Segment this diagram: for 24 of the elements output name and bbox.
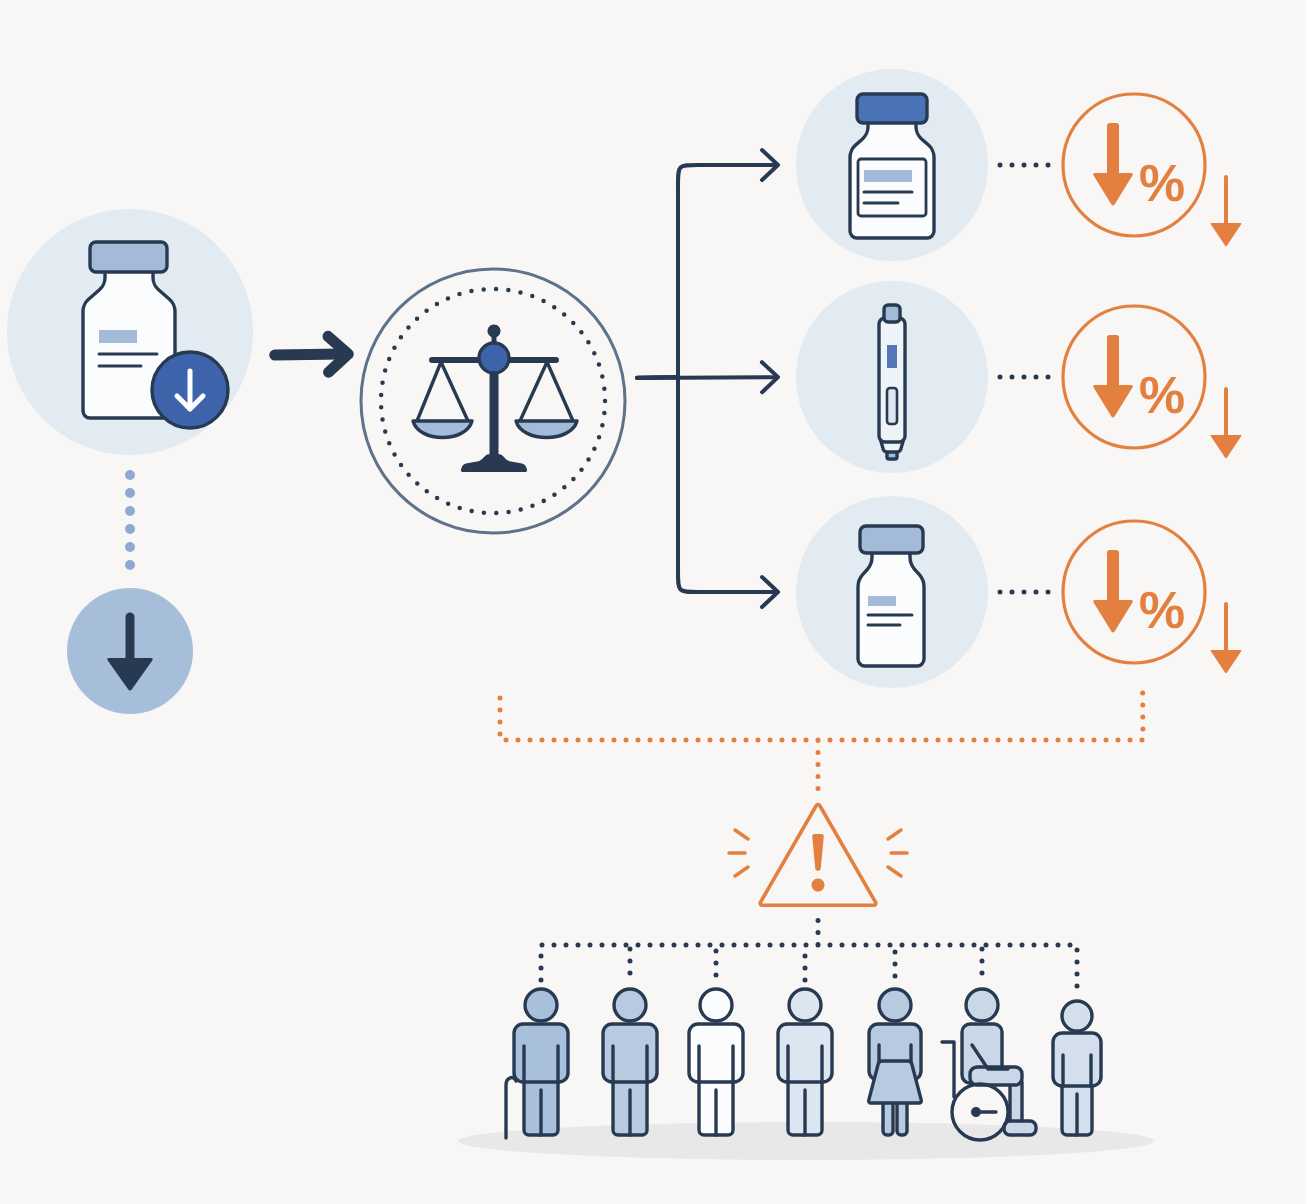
person-icon <box>776 987 834 1137</box>
person-icon <box>940 987 1038 1142</box>
person-icon <box>1051 999 1103 1137</box>
percent-badge: % <box>1061 304 1207 450</box>
person-icon <box>504 987 570 1140</box>
scale-icon <box>359 267 627 535</box>
arrow <box>635 375 780 609</box>
arrow <box>635 360 780 395</box>
percent-badge: % <box>1061 519 1207 665</box>
pen-icon <box>796 281 988 473</box>
dotted-connector <box>538 918 1080 989</box>
dotted-connector <box>125 470 135 571</box>
dotted-connector <box>997 374 1051 380</box>
person-icon <box>866 987 924 1137</box>
percent-badge: % <box>1061 92 1207 238</box>
vial-icon <box>7 209 253 455</box>
person-icon <box>687 987 745 1137</box>
vial-icon <box>796 69 988 261</box>
vial-icon <box>796 496 988 688</box>
person-icon <box>601 987 659 1137</box>
dotted-connector <box>497 690 1146 791</box>
warning-triangle <box>758 802 878 908</box>
dotted-connector <box>997 589 1051 595</box>
dotted-connector <box>997 162 1051 168</box>
